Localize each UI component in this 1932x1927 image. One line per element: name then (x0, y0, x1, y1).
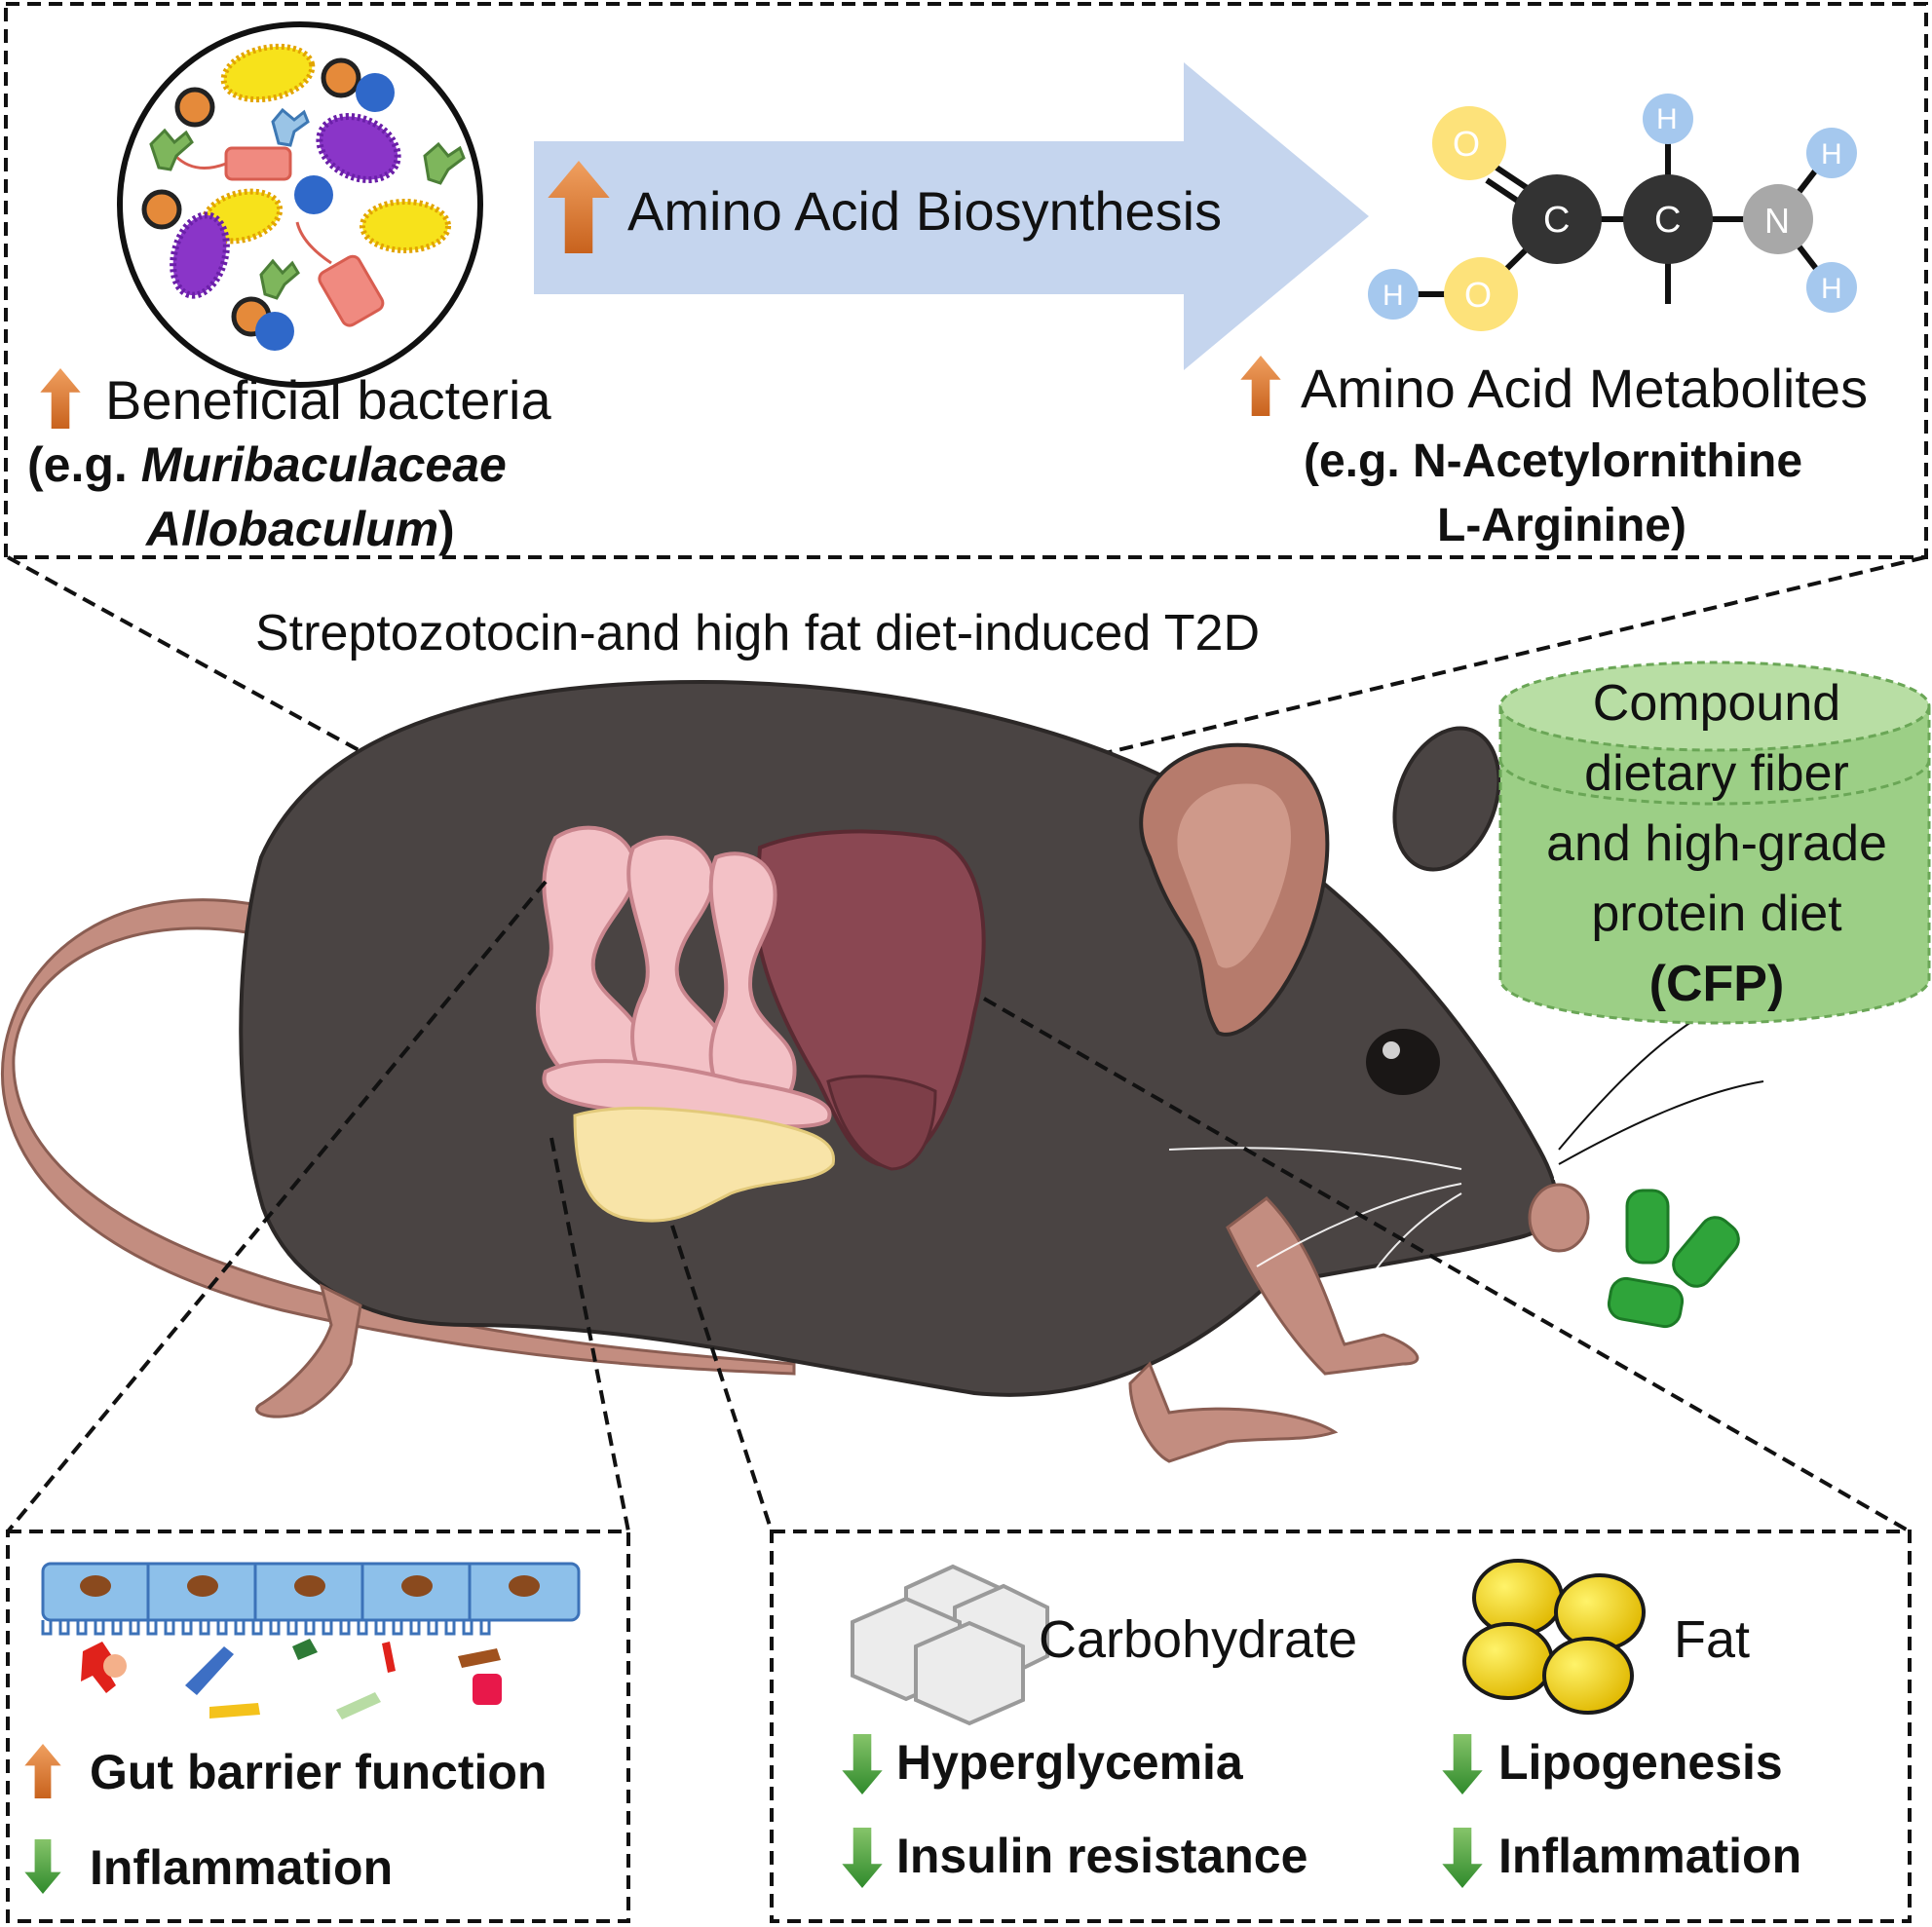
metabolites-label: Amino Acid Metabolites (1301, 358, 1869, 419)
atom-o-top: O (1453, 124, 1481, 164)
bacteria-example-suffix: ) (438, 502, 455, 556)
connector-bottom-right-b (983, 997, 1911, 1533)
lipogenesis-label: Lipogenesis (1498, 1735, 1783, 1790)
connector-bottom-left-b (549, 1137, 630, 1532)
hyperglycemia-label: Hyperglycemia (896, 1735, 1243, 1790)
amino-acid-molecule-icon (1368, 94, 1857, 331)
bacteria-community-icon (117, 21, 483, 388)
liver-icon (752, 829, 986, 1168)
lipogenesis-down-arrow (1442, 1734, 1483, 1795)
gut-inflammation-down-arrow (24, 1839, 61, 1894)
fat-label: Fat (1674, 1610, 1751, 1669)
insulin-resistance-label: Insulin resistance (896, 1829, 1308, 1883)
bacteria-genus2: Allobaculum (146, 502, 439, 556)
fat-droplets-icon (1462, 1559, 1646, 1715)
insulin-resistance-down-arrow (842, 1828, 883, 1888)
bacteria-label: Beneficial bacteria (105, 369, 551, 431)
bottom-right-panel-border (770, 1530, 1912, 1923)
bottom-left-panel-border (6, 1530, 630, 1923)
fat-inflammation-down-arrow (1442, 1828, 1483, 1888)
biosynthesis-label: Amino Acid Biosynthesis (627, 180, 1223, 242)
diet-line3: and high-grade (1546, 815, 1887, 872)
mouse-tail (1, 898, 796, 1376)
atom-h-right-bottom: H (1821, 273, 1842, 305)
metabolites-up-arrow (1240, 356, 1281, 416)
sugar-cubes-icon (851, 1564, 1049, 1726)
model-label: Streptozotocin-and high fat diet-induced… (255, 605, 1261, 661)
connector-bottom-right-a (670, 1225, 774, 1532)
diet-line4: protein diet (1591, 886, 1842, 942)
gut-inflammation-label: Inflammation (90, 1840, 394, 1895)
gut-barrier-label: Gut barrier function (90, 1745, 548, 1799)
atom-h-left: H (1383, 280, 1404, 312)
atom-h-top: H (1656, 103, 1678, 135)
atom-h-right-top: H (1821, 138, 1842, 170)
connector-bottom-left-a (6, 880, 548, 1533)
fat-inflammation-label: Inflammation (1498, 1829, 1802, 1883)
bacteria-examples-line1: (e.g. Muribaculaceae (27, 438, 507, 492)
atom-o-bottom: O (1464, 275, 1493, 315)
gut-barrier-up-arrow (24, 1744, 61, 1798)
metabolites-example-line2: L-Arginine) (1437, 500, 1686, 551)
biosynthesis-arrow (534, 62, 1369, 370)
atom-n: N (1764, 201, 1790, 241)
bacteria-up-arrow (40, 368, 81, 429)
intestinal-epithelium-icon (41, 1562, 581, 1719)
bacteria-genus1: Muribaculaceae (140, 437, 507, 492)
food-pellets-icon (1607, 1189, 1740, 1329)
metabolites-example-line1: (e.g. N-Acetylornithine (1304, 435, 1803, 487)
hyperglycemia-down-arrow (842, 1734, 883, 1795)
diet-line1: Compound (1592, 675, 1841, 732)
atom-c-left: C (1543, 200, 1571, 241)
top-panel-border (4, 2, 1928, 559)
intestine-icon (536, 825, 832, 1129)
bacteria-example-prefix: (e.g. (27, 437, 141, 492)
atom-c-right: C (1654, 200, 1682, 241)
fat-pad-icon (573, 1106, 836, 1223)
carbohydrate-label: Carbohydrate (1039, 1610, 1358, 1669)
diet-label: Compound dietary fiber and high-grade pr… (1508, 668, 1925, 1019)
connector-top-right (749, 555, 1926, 840)
bacteria-examples-line2: Allobaculum) (146, 503, 455, 556)
diet-line2: dietary fiber (1584, 745, 1849, 802)
diet-line5: (CFP) (1648, 956, 1785, 1012)
diet-cylinder-icon (1498, 661, 1931, 1025)
